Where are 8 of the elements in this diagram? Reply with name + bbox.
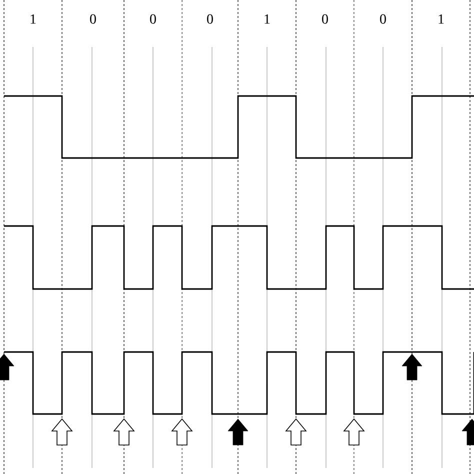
bit-label: 0 <box>90 14 96 24</box>
bit-label: 0 <box>207 14 213 24</box>
bit-label: 1 <box>438 14 444 24</box>
bit-label: 0 <box>150 14 156 24</box>
bit-label: 1 <box>30 14 36 24</box>
bit-label: 0 <box>322 14 328 24</box>
bit-label: 1 <box>264 14 270 24</box>
bit-label: 0 <box>380 14 386 24</box>
